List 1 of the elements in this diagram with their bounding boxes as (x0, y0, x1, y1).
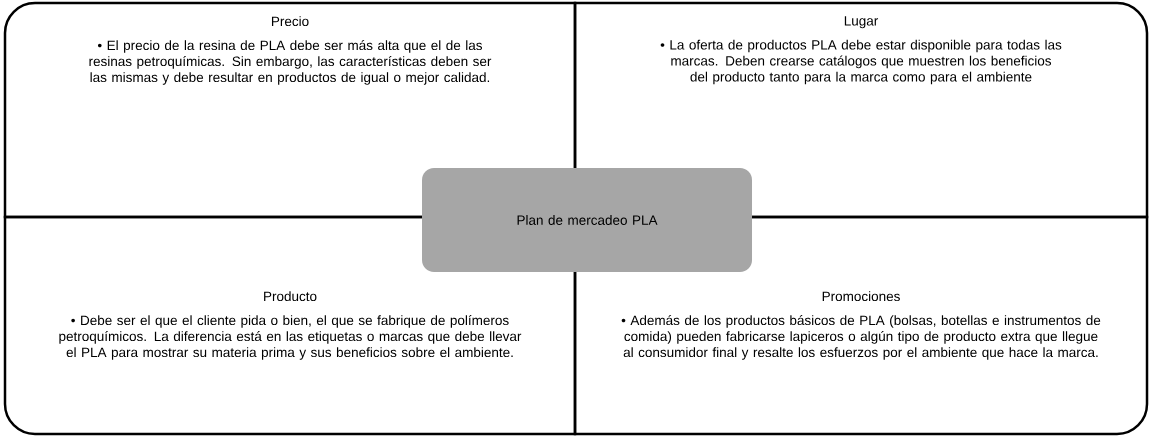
center-box: Plan de mercadeo PLA (422, 168, 752, 272)
